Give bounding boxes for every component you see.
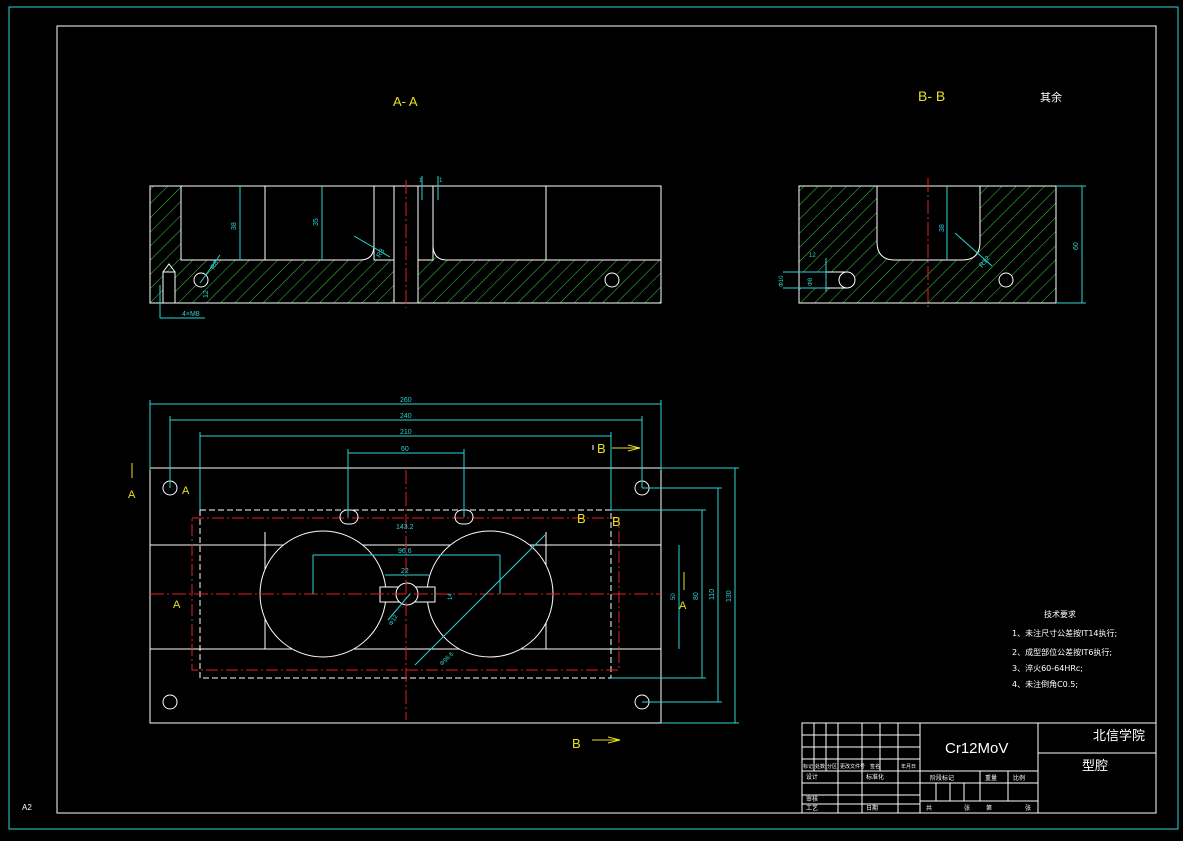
part-name: 型腔 [1082,759,1108,774]
bb-dim-phi10: Φ10 [779,275,785,287]
tb-process: 工艺 [806,804,818,812]
plan-dim-110: 110 [709,589,716,600]
section-mark-a-top2: A [182,485,190,497]
plan-view [131,400,739,744]
tb-sheet-of: 第 [986,804,992,812]
section-mark-b-mid: B [577,511,586,526]
tb-label-date: 年月日 [901,763,916,770]
section-mark-b-bottom: B [572,736,581,751]
tb-stage: 阶段标记 [930,774,954,782]
plan-dim-210: 210 [400,429,412,436]
bb-dim-38: 38 [939,224,946,232]
tb-weight: 重量 [985,774,997,782]
plan-dim-50: 50 [671,593,677,600]
title-block [801,722,1157,814]
tb-label-mark: 标记 [803,763,813,770]
bb-dim-60: 60 [1073,242,1080,250]
aa-dim-1a: 1 [419,178,423,184]
aa-dim-12: 12 [203,290,210,298]
inner-frame [56,25,1157,814]
section-mark-a-left: A [173,599,181,611]
tb-standard: 标准化 [866,773,884,781]
section-mark-a-right: A [679,600,687,612]
section-mark-b-top: B [597,441,606,456]
roughness-note: 其余 [1040,90,1062,104]
sheet-size-label: A2 [22,803,32,812]
school-name: 北信学院 [1093,728,1145,744]
tb-review: 审核 [806,795,818,803]
tech-req-title: 技术要求 [1044,609,1076,619]
tb-total: 共 [926,804,932,812]
aa-dim-m8: 4×M8 [182,311,200,318]
plan-dim-240: 240 [400,413,412,420]
plan-dim-96: 96.6 [398,548,412,555]
plan-dim-60: 60 [401,446,409,453]
aa-dim-38: 38 [231,222,238,230]
bb-dim-phi8: Φ8 [808,277,814,286]
tb-zhang-2: 张 [1025,804,1031,812]
section-mark-b-mid2: B [612,514,621,529]
bb-dim-12: 12 [809,253,816,259]
tb-scale: 比例 [1013,774,1025,782]
section-aa-view [149,176,662,319]
tech-req-item-2: 2、成型部位公差按IT6执行; [1012,647,1112,657]
tb-date: 日期 [866,804,878,812]
tb-label-count: 处数 [815,763,825,770]
plan-dim-phi12: Φ12 [389,614,400,627]
section-aa-title: A- A [393,94,418,109]
plan-dim-130: 130 [726,590,733,602]
plan-dim-14: 14 [448,593,454,600]
aa-dim-r8: R8 [210,260,221,271]
tb-design: 设计 [806,773,818,781]
material-label: Cr12MoV [945,740,1008,757]
aa-dim-r3: R3 [376,248,387,259]
section-bb-title: B- B [918,88,945,104]
section-mark-a-top: A [128,489,136,501]
tb-label-sign: 签名 [870,763,880,770]
aa-dim-1b: 1 [439,178,443,184]
tech-req-item-4: 4、未注倒角C0.5; [1012,679,1078,689]
tech-req-item-1: 1、未注尺寸公差按IT14执行; [1012,628,1117,638]
outer-frame [8,6,1179,830]
section-bb-view [783,178,1086,308]
plan-dim-phi96: Φ96.6 [439,651,455,667]
aa-dim-35: 35 [313,218,320,226]
plan-dim-22: 22 [401,568,409,575]
tb-label-zone: 分区 [827,763,837,770]
plan-dim-143: 143.2 [396,524,414,531]
plan-dim-80: 80 [693,592,700,600]
tb-zhang-1: 张 [964,804,970,812]
plan-dim-260: 260 [400,397,412,404]
tech-req-item-3: 3、淬火60-64HRc; [1012,663,1083,673]
tb-label-docno: 更改文件号 [840,763,865,770]
